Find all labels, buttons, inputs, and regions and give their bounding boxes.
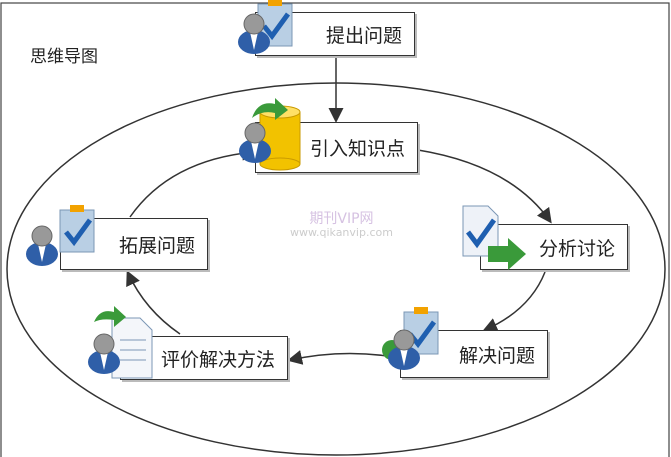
watermark: 期刊VIP网 www.qikanvip.com	[290, 212, 393, 240]
node-label: 分析讨论	[538, 237, 615, 260]
node-discuss: 分析讨论	[480, 224, 628, 270]
green-arrow-icon	[252, 98, 288, 120]
node-label: 解决问题	[458, 344, 535, 367]
watermark-url: www.qikanvip.com	[290, 226, 393, 239]
diagram-title: 思维导图	[30, 47, 98, 67]
arrow-introduce-discuss	[417, 149, 552, 224]
green-arrow-icon	[94, 306, 126, 327]
document-check-icon	[462, 205, 499, 257]
node-label: 拓展问题	[118, 234, 195, 257]
document-list-icon	[111, 317, 153, 379]
node-label: 引入知识点	[309, 138, 405, 160]
watermark-name: 期刊VIP网	[309, 211, 374, 227]
green-arrow-icon	[488, 238, 526, 270]
arrow-extend-introduce	[129, 145, 257, 218]
arrow-evaluate-extend	[126, 270, 181, 335]
node-label: 提出问题	[325, 24, 402, 47]
arrow-discuss-solve	[482, 271, 546, 332]
node-label: 评价解决方法	[160, 348, 275, 371]
user-icon	[25, 225, 59, 267]
clipboard-check-icon	[60, 205, 94, 252]
